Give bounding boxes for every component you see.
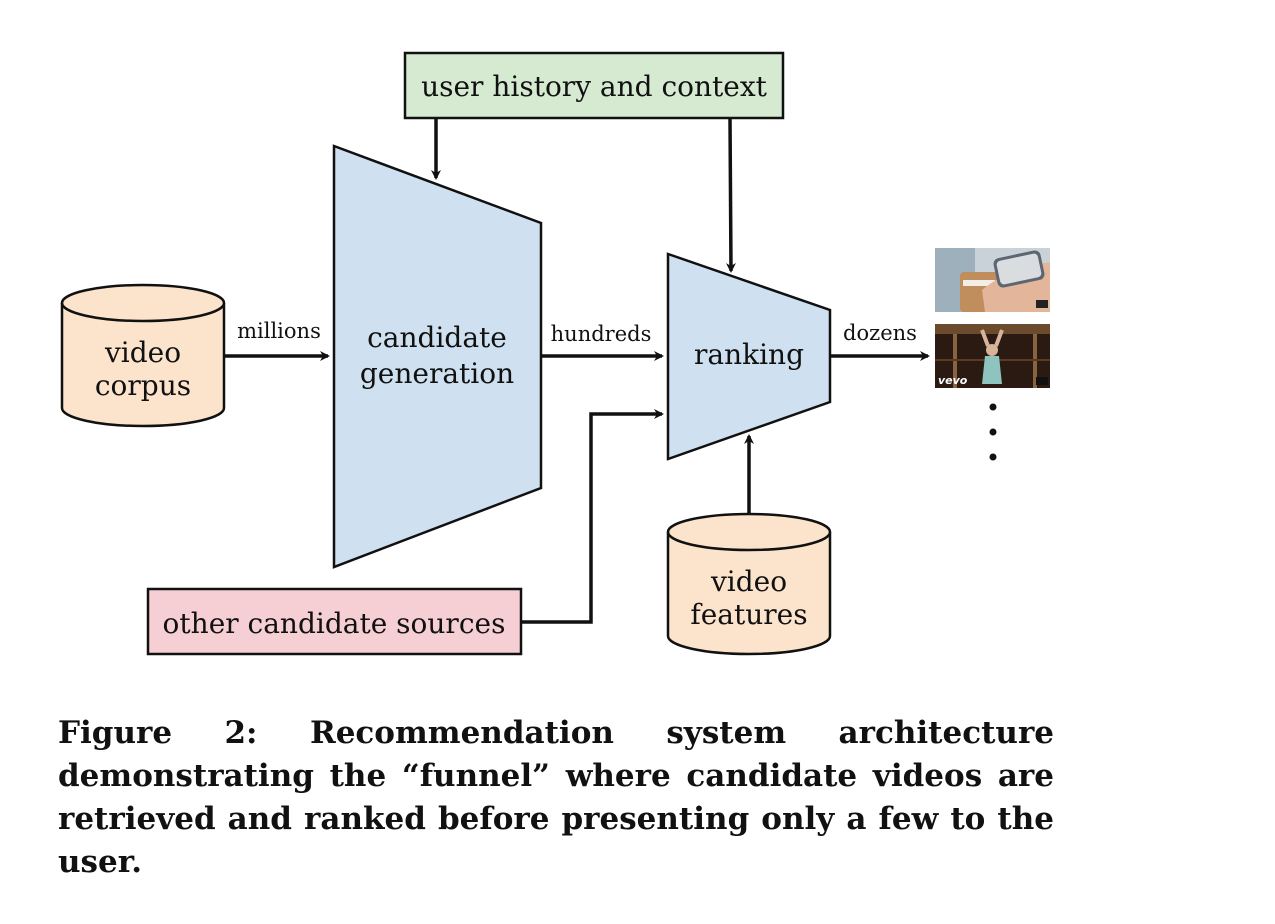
video-features-node: video features — [666, 512, 832, 656]
candidate-generation-node: candidate generation — [332, 144, 543, 569]
video-corpus-label-line2: corpus — [95, 369, 191, 402]
more-videos-ellipsis — [989, 403, 997, 461]
candidate-generation-label-line1: candidate — [367, 321, 507, 354]
candidate-generation-label-line2: generation — [360, 357, 514, 390]
ranking-node: ranking — [666, 252, 832, 461]
arrow-history-to-ranking — [725, 117, 736, 273]
other-sources-node: other candidate sources — [146, 587, 523, 656]
other-sources-label: other candidate sources — [163, 607, 506, 640]
video-corpus-node: video corpus — [60, 283, 226, 428]
arrow-other-sources-to-ranking — [521, 409, 664, 624]
edge-label-millions: millions — [237, 319, 321, 343]
edge-label-dozens: dozens — [843, 321, 917, 345]
video-features-label-line2: features — [690, 598, 807, 631]
user-history-label: user history and context — [421, 70, 768, 103]
architecture-diagram: user history and context video corpus ca… — [60, 51, 1050, 656]
video-features-label-line1: video — [710, 565, 787, 598]
video-thumbnail-vevo: vevo — [935, 324, 1050, 388]
edge-label-hundreds: hundreds — [551, 322, 652, 346]
user-history-node: user history and context — [403, 51, 785, 120]
figure-caption: Figure 2: Recommendation system architec… — [58, 715, 1054, 880]
ranking-label: ranking — [694, 338, 804, 371]
vevo-logo: vevo — [938, 374, 968, 387]
video-thumbnail-phone — [935, 248, 1050, 312]
video-corpus-label-line1: video — [104, 336, 181, 369]
